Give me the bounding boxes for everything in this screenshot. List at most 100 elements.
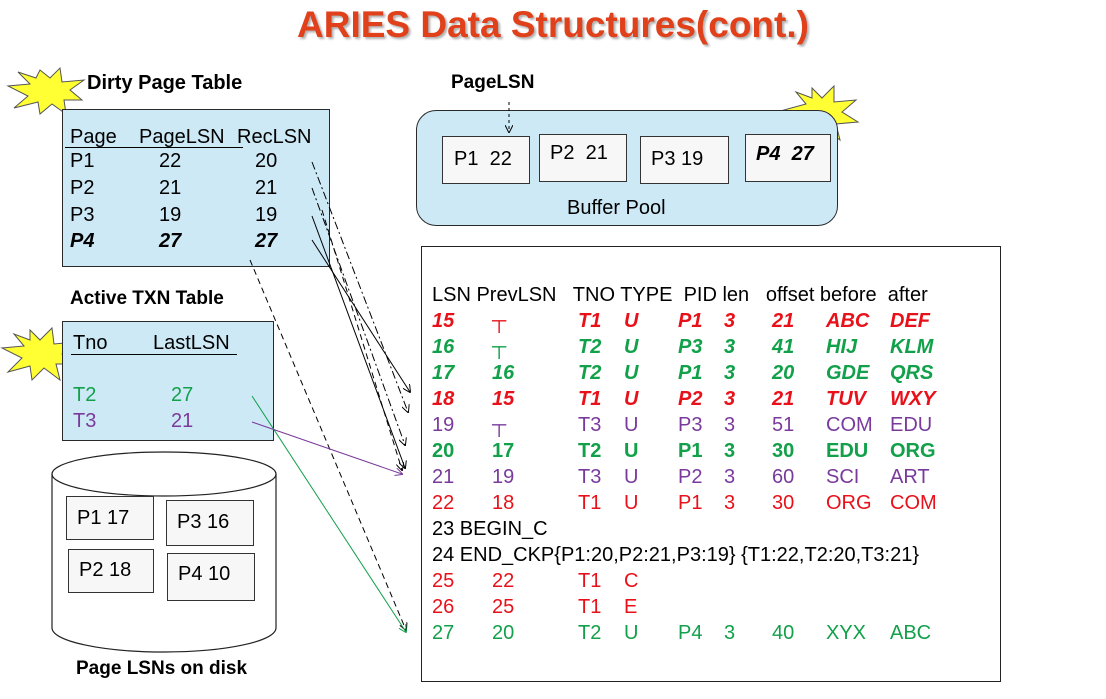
starburst-icon: [0, 326, 78, 382]
log-cell: 3: [724, 336, 736, 358]
log-cell: 16: [492, 362, 515, 384]
log-cell: 3: [724, 362, 736, 384]
log-cell: HIJ: [826, 336, 858, 358]
buffer-page: P4 27: [745, 134, 831, 182]
log-cell: 60: [772, 466, 795, 488]
disk-page-label: P4 10: [178, 563, 231, 585]
log-panel: [421, 246, 1001, 682]
dpt-cell: 27: [255, 230, 278, 252]
log-cell: E: [624, 596, 638, 618]
log-cell: 15: [492, 388, 515, 410]
log-cell: U: [624, 388, 639, 410]
dpt-header-pagelsn: PageLSN: [139, 126, 225, 148]
log-cell: U: [624, 414, 639, 436]
log-cell: T1: [578, 570, 602, 592]
page-title: ARIES Data Structures(cont.): [297, 4, 809, 45]
log-cell: 25: [492, 596, 515, 618]
log-cell: U: [624, 310, 639, 332]
log-cell: 41: [772, 336, 795, 358]
dpt-header-rule: [65, 147, 243, 148]
reclsn-arrow: [311, 161, 408, 412]
log-cell: 17: [432, 362, 455, 384]
log-cell: 17: [492, 440, 515, 462]
att-cell: 27: [171, 384, 194, 406]
log-cell: T2: [578, 362, 602, 384]
starburst-icon: [6, 66, 86, 116]
log-cell: 19: [492, 466, 515, 488]
buffer-page-label: P4 27: [756, 143, 814, 165]
buffer-pool: P1 22 P2 21 P3 19 P4 27 Buffer Pool: [416, 110, 838, 226]
log-cell: 25: [432, 570, 455, 592]
disk-page-label: P1 17: [77, 507, 130, 529]
log-cell: 20: [432, 440, 455, 462]
buffer-page: P2 21: [539, 134, 627, 182]
log-text: 24 END_CKP{P1:20,P2:21,P3:19} {T1:22,T2:…: [432, 544, 920, 566]
disk-page-label: P3 16: [177, 511, 230, 533]
pagelsn-log-arrow: [311, 215, 405, 468]
log-cell: XYX: [826, 622, 867, 644]
buffer-page: P1 22: [442, 136, 530, 184]
dpt-cell: P3: [70, 204, 95, 226]
dpt-cell: 22: [159, 150, 182, 172]
log-cell: T2: [578, 440, 602, 462]
log-cell: T2: [578, 336, 602, 358]
att-cell: 21: [171, 410, 194, 432]
lsn-dashed-arrow: [249, 259, 406, 630]
log-cell: 3: [724, 440, 736, 462]
log-cell: 27: [432, 622, 455, 644]
log-cell: TUV: [826, 388, 866, 410]
dpt-cell: P4: [70, 230, 95, 252]
log-cell: P1: [678, 492, 703, 514]
buffer-page-label: P2 21: [550, 142, 608, 164]
lsn-dashed-arrow: [321, 209, 402, 470]
log-cell: 30: [772, 440, 795, 462]
log-cell: 3: [724, 492, 736, 514]
log-cell: GDE: [826, 362, 870, 384]
log-cell: T3: [578, 414, 602, 436]
log-cell: 30: [772, 492, 795, 514]
log-cell: 3: [724, 388, 736, 410]
att-header-lastlsn: LastLSN: [153, 332, 230, 354]
dpt-cell: P1: [70, 150, 95, 172]
lastlsn-arrow-t2: [251, 395, 406, 632]
log-cell: ┬: [492, 414, 507, 436]
log-cell: 22: [492, 570, 515, 592]
log-cell: T1: [578, 388, 602, 410]
log-cell: P1: [678, 440, 703, 462]
log-cell: T1: [578, 596, 602, 618]
log-cell: P1: [678, 362, 703, 384]
att-header-rule: [71, 354, 237, 355]
buffer-page-label: P3 19: [651, 148, 704, 170]
active-txn-table: Tno LastLSN T2 27 T3 21: [62, 321, 274, 441]
log-cell: KLM: [890, 336, 934, 358]
reclsn-arrow: [311, 187, 405, 445]
log-cell: P3: [678, 336, 703, 358]
dpt-cell: 21: [255, 177, 278, 199]
buffer-pool-label: Buffer Pool: [567, 197, 666, 219]
dirty-page-table: Page PageLSN RecLSN P1 22 20 P2 21 21 P3…: [62, 109, 330, 267]
disk-page: P1 17: [66, 496, 154, 540]
log-cell: 22: [432, 492, 455, 514]
dpt-cell: 21: [159, 177, 182, 199]
log-cell: SCI: [826, 466, 860, 488]
att-cell: T2: [73, 384, 97, 406]
log-cell: ORG: [826, 492, 872, 514]
disk-label: Page LSNs on disk: [76, 658, 248, 679]
log-cell: ABC: [890, 622, 932, 644]
log-cell: 15: [432, 310, 455, 332]
log-cell: 40: [772, 622, 795, 644]
log-cell: 16: [432, 336, 455, 358]
dirty-page-table-label: Dirty Page Table: [87, 72, 243, 94]
log-cell: U: [624, 622, 639, 644]
log-cell: ABC: [826, 310, 870, 332]
log-cell: 3: [724, 622, 736, 644]
disk-page: P4 10: [167, 553, 255, 601]
buffer-page-label: P1 22: [454, 148, 512, 170]
dpt-header-page: Page: [70, 126, 117, 148]
log-cell: COM: [826, 414, 873, 436]
disk-page-label: P2 18: [79, 559, 132, 581]
dpt-cell: 20: [255, 150, 278, 172]
log-cell: 26: [432, 596, 455, 618]
log-cell: ┬: [492, 336, 507, 358]
dpt-cell: 27: [159, 230, 182, 252]
